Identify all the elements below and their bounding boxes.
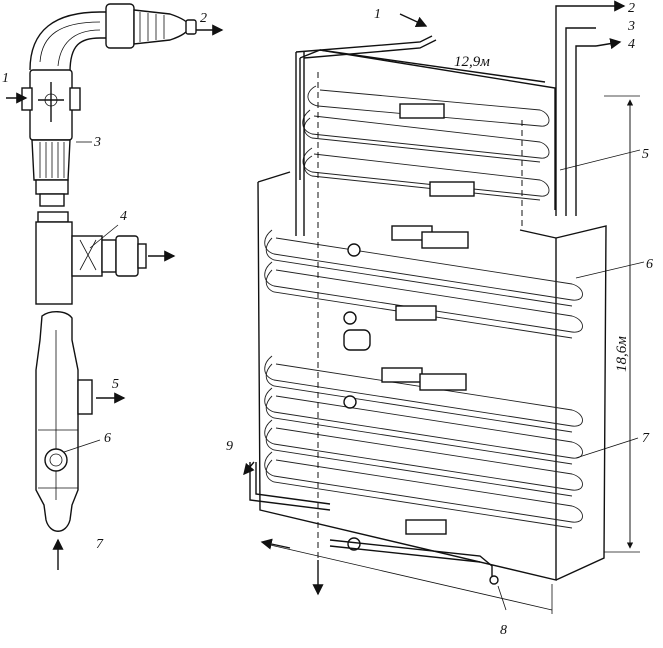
burner-units	[343, 103, 475, 551]
left-label-5: 5	[112, 377, 119, 392]
elbow-pipe	[29, 3, 197, 73]
left-labels: 1 2 3 4 5 6 7	[2, 11, 207, 552]
fluted-section	[31, 139, 71, 207]
arrow-in-1-right	[399, 13, 428, 27]
left-label-6: 6	[104, 431, 111, 446]
tee-fitting	[35, 211, 147, 305]
leader-7-right	[575, 437, 639, 459]
lower-coils	[264, 229, 583, 529]
lower-burner-body	[35, 311, 93, 532]
right-label-6: 6	[646, 257, 653, 272]
left-burner-assembly	[21, 3, 197, 532]
left-label-1: 1	[2, 71, 9, 86]
width-dimension-label: 12,9м	[454, 54, 490, 70]
height-dimension-label: 18,6м	[614, 336, 630, 372]
valve-cross-body	[21, 69, 81, 141]
left-label-3: 3	[93, 135, 101, 150]
left-label-2: 2	[200, 11, 207, 26]
heat-exchanger-assembly	[249, 5, 607, 588]
depth-arrow	[260, 538, 291, 550]
leader-6	[63, 439, 101, 453]
leader-6-right	[575, 261, 645, 279]
left-label-7: 7	[96, 537, 104, 552]
right-label-5: 5	[642, 147, 649, 162]
right-label-8: 8	[500, 623, 507, 638]
right-label-9: 9	[226, 439, 233, 454]
left-flow-arrows	[6, 24, 224, 570]
arrow-out-9	[243, 461, 255, 476]
leader-4	[89, 224, 119, 249]
right-label-3: 3	[627, 19, 635, 34]
right-label-1: 1	[374, 7, 381, 22]
leader-8-right	[497, 585, 507, 611]
bottom-piping	[249, 462, 499, 585]
arrow-out-4-right	[595, 38, 622, 50]
right-label-7: 7	[642, 431, 650, 446]
dimension-lines	[260, 95, 640, 614]
right-label-4: 4	[628, 37, 635, 52]
upper-block	[299, 49, 556, 210]
upper-coils	[302, 85, 550, 201]
lower-block	[257, 171, 607, 581]
left-label-4: 4	[120, 209, 127, 224]
right-labels: 1 2 3 4 5 6 7 8 9 12,9м 18,6м	[226, 1, 653, 638]
depth-dim-line	[265, 543, 553, 611]
right-label-2: 2	[628, 1, 635, 16]
leader-5-right	[559, 149, 641, 171]
right-flow-arrows	[243, 0, 645, 611]
